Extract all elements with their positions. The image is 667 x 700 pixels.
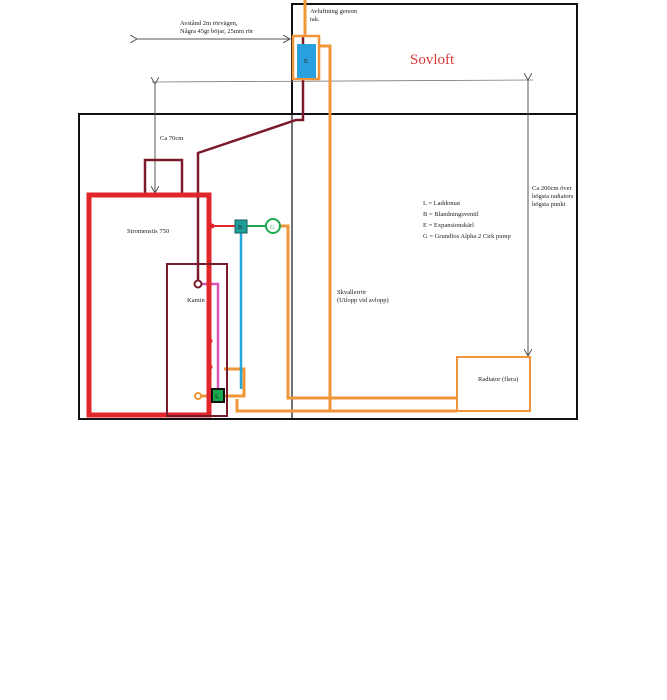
overflow-pipe	[319, 44, 332, 410]
radiator-return-pipe	[235, 399, 457, 413]
sovloft-title: Sovloft	[410, 52, 455, 68]
ceiling-reference-line	[151, 79, 534, 83]
distance-label-line2: Några 45gr böjar, 25mm rör	[180, 28, 254, 35]
radiator-label: Radiator (flera)	[478, 376, 518, 383]
pump-letter: G	[270, 224, 275, 231]
expansion-tank-letter: E	[304, 58, 308, 65]
pump-to-radiator-pipe	[280, 224, 457, 400]
kamin-label: Kamin	[187, 297, 205, 304]
tank-label: Stromensiis 750	[127, 228, 169, 235]
storage-tank	[86, 192, 212, 418]
room-wall	[78, 113, 578, 420]
kamin-flue-connection	[193, 279, 203, 289]
laddomat-letter: L	[215, 393, 219, 400]
distance-label-line1: Avstånd 2m rörvägen,	[180, 20, 238, 27]
expansion-tank	[297, 44, 316, 78]
legend-blandningsventil: B = Blandningsventil	[423, 211, 479, 218]
return-connection-dot	[194, 392, 202, 400]
laddomat	[211, 388, 225, 403]
overflow-label-line1: Skvallerrör	[337, 289, 367, 296]
legend-expansionskarl: E = Expansionskärl	[423, 222, 474, 229]
mixing-valve	[234, 219, 248, 234]
mixing-valve-letter: B	[238, 224, 243, 231]
legend-grundfos: G = Grundfos Alpha 2 Cirk pump	[423, 233, 511, 240]
ca200-label-line1: Ca 200cm över	[532, 185, 573, 192]
legend-laddomat: L = Laddomat	[423, 200, 460, 207]
ca70-label: Ca 70cm	[160, 135, 183, 142]
radiator	[456, 356, 531, 412]
pink-pipe	[200, 282, 220, 389]
kamin	[166, 263, 228, 417]
ca200-label-line3: högsta punkt	[532, 201, 566, 208]
laddomat-loop-pipe	[224, 367, 246, 398]
circulation-pump	[265, 218, 281, 234]
overflow-label-line2: (Utlopp vid avlopp)	[337, 297, 389, 304]
expansion-tank-frame	[291, 34, 321, 81]
vent-label-line1: Avluftning genom	[310, 8, 357, 15]
flue-pipe	[143, 158, 184, 193]
ca200-label-line2: högsta radiators	[532, 193, 574, 200]
vent-label-line2: tak.	[310, 16, 320, 23]
